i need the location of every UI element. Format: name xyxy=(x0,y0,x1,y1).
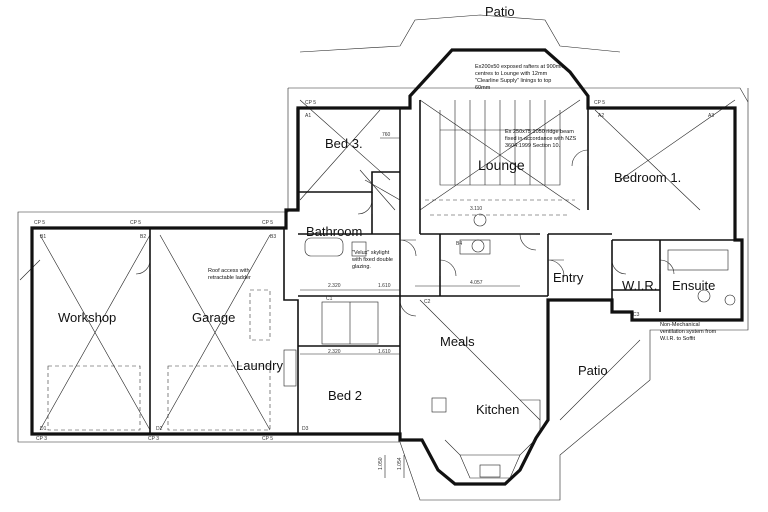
dim-2320-lower: 2.320 xyxy=(328,349,341,355)
marker-a3: A3 xyxy=(708,113,714,119)
ensuite-label: Ensuite xyxy=(672,278,715,293)
svg-text:with fixed double: with fixed double xyxy=(351,257,393,263)
svg-text:"Velux" skylight: "Velux" skylight xyxy=(352,250,390,256)
bathroom-label: Bathroom xyxy=(306,224,362,239)
svg-text:glazing.: glazing. xyxy=(352,264,371,270)
svg-text:retractable ladder: retractable ladder xyxy=(208,275,251,281)
marker-cp5-bottom: CP 5 xyxy=(262,436,273,442)
marker-cp5-left: CP 5 xyxy=(34,220,45,226)
meals-label: Meals xyxy=(440,334,475,349)
kitchen-bay xyxy=(431,397,541,479)
workshop-label: Workshop xyxy=(58,310,116,325)
marker-d3: D3 xyxy=(302,426,309,432)
svg-text:fixed in accordance with NZS: fixed in accordance with NZS xyxy=(505,136,577,142)
marker-c2: C2 xyxy=(424,299,431,305)
marker-cp5-right: CP 5 xyxy=(262,220,273,226)
marker-b3: B3 xyxy=(270,234,276,240)
bed3-label: Bed 3. xyxy=(325,136,363,151)
marker-c1: C1 xyxy=(326,296,333,302)
marker-cp5-top: CP 5 xyxy=(305,100,316,106)
svg-text:centres to Lounge with 12mm: centres to Lounge with 12mm xyxy=(475,71,548,77)
svg-text:ventilation system from: ventilation system from xyxy=(660,329,717,335)
svg-text:3604:1999 Section 10.: 3604:1999 Section 10. xyxy=(505,143,561,149)
dim-2320-upper: 2.320 xyxy=(328,283,341,289)
interior-walls xyxy=(149,100,735,440)
marker-cp5-mid: CP 5 xyxy=(130,220,141,226)
svg-text:"Clearline Supply" linings to: "Clearline Supply" linings to top xyxy=(475,78,551,84)
marker-b4: B4 xyxy=(456,241,462,247)
dim-1050: 1.050 xyxy=(378,457,384,470)
dim-1054: 1.054 xyxy=(397,457,403,470)
marker-cp3-bm: CP 3 xyxy=(148,436,159,442)
dim-1610-upper: 1.610 xyxy=(378,283,391,289)
skylight-note: "Velux" skylight with fixed double glazi… xyxy=(351,250,393,270)
dim-3110: 3.110 xyxy=(470,206,482,212)
ventilation-note: Non-Mechanical ventilation system from W… xyxy=(660,322,717,342)
marker-cp3-bl: CP 3 xyxy=(36,436,47,442)
svg-text:60mm: 60mm xyxy=(475,85,491,91)
dim-4057: 4.057 xyxy=(470,280,483,286)
dimension-lines xyxy=(300,137,520,478)
marker-d2: D2 xyxy=(156,426,163,432)
svg-text:Ex 250x75 1050 ridge beam: Ex 250x75 1050 ridge beam xyxy=(505,129,574,135)
marker-a1: A1 xyxy=(305,113,311,119)
lounge-rafters xyxy=(359,100,575,216)
svg-text:Ex200x50 exposed rafters at 90: Ex200x50 exposed rafters at 900mm xyxy=(475,64,565,70)
bedroom1-label: Bedroom 1. xyxy=(614,170,681,185)
patio-right-label: Patio xyxy=(578,363,608,378)
marker-a2: A2 xyxy=(598,113,604,119)
kitchen-label: Kitchen xyxy=(476,402,519,417)
door-swings xyxy=(135,149,675,317)
laundry-label: Laundry xyxy=(236,358,283,373)
entry-label: Entry xyxy=(553,270,584,285)
garage-doors xyxy=(47,289,271,431)
marker-d1: D1 xyxy=(40,426,47,432)
svg-text:Roof access with: Roof access with xyxy=(208,268,250,274)
ridge-note: Ex 250x75 1050 ridge beam fixed in accor… xyxy=(505,129,577,149)
bed2-label: Bed 2 xyxy=(328,388,362,403)
garage-label: Garage xyxy=(192,310,235,325)
dim-760: 760 xyxy=(382,132,391,138)
patio-top-label: Patio xyxy=(485,4,515,19)
fixtures xyxy=(283,213,736,387)
exterior-walls xyxy=(30,48,744,486)
roof-access-note: Roof access with retractable ladder xyxy=(208,268,251,281)
rafter-note: Ex200x50 exposed rafters at 900mm centre… xyxy=(475,64,565,91)
dim-1610-lower: 1.610 xyxy=(378,349,391,355)
svg-text:Non-Mechanical: Non-Mechanical xyxy=(660,322,700,328)
marker-b2: B2 xyxy=(140,234,146,240)
marker-cp5-tr: CP 5 xyxy=(594,100,605,106)
wir-label: W.I.R. xyxy=(622,278,657,293)
lounge-label: Lounge xyxy=(478,157,525,173)
svg-text:W.I.R. to Soffit: W.I.R. to Soffit xyxy=(660,336,696,342)
marker-b1: B1 xyxy=(40,234,46,240)
marker-c3: C3 xyxy=(633,312,640,318)
